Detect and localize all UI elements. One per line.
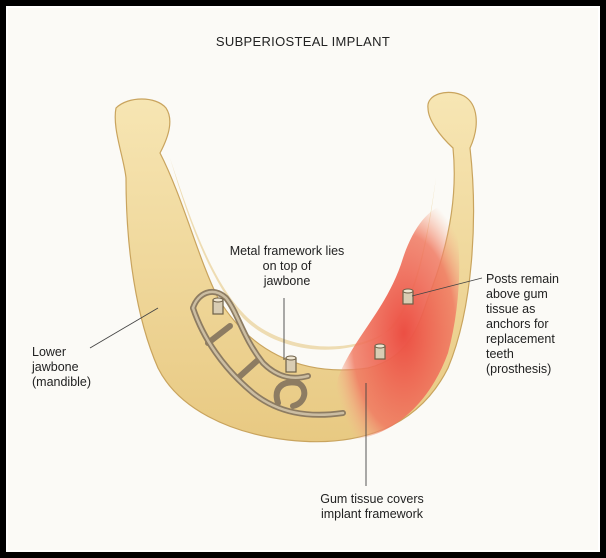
post-right-2 — [375, 344, 385, 359]
label-gum-tissue: Gum tissue covers implant framework — [306, 492, 438, 522]
post-right-1 — [403, 289, 413, 304]
post-left-1 — [213, 298, 223, 314]
label-metal-framework: Metal framework lies on top of jawbone — [224, 244, 350, 289]
label-lower-jawbone: Lower jawbone (mandible) — [32, 345, 91, 390]
post-left-2 — [286, 356, 296, 372]
illustration-panel: SUBPERIOSTEAL IMPLANT — [6, 6, 600, 552]
gum-tissue — [336, 203, 459, 440]
label-posts: Posts remain above gum tissue as anchors… — [486, 272, 559, 377]
